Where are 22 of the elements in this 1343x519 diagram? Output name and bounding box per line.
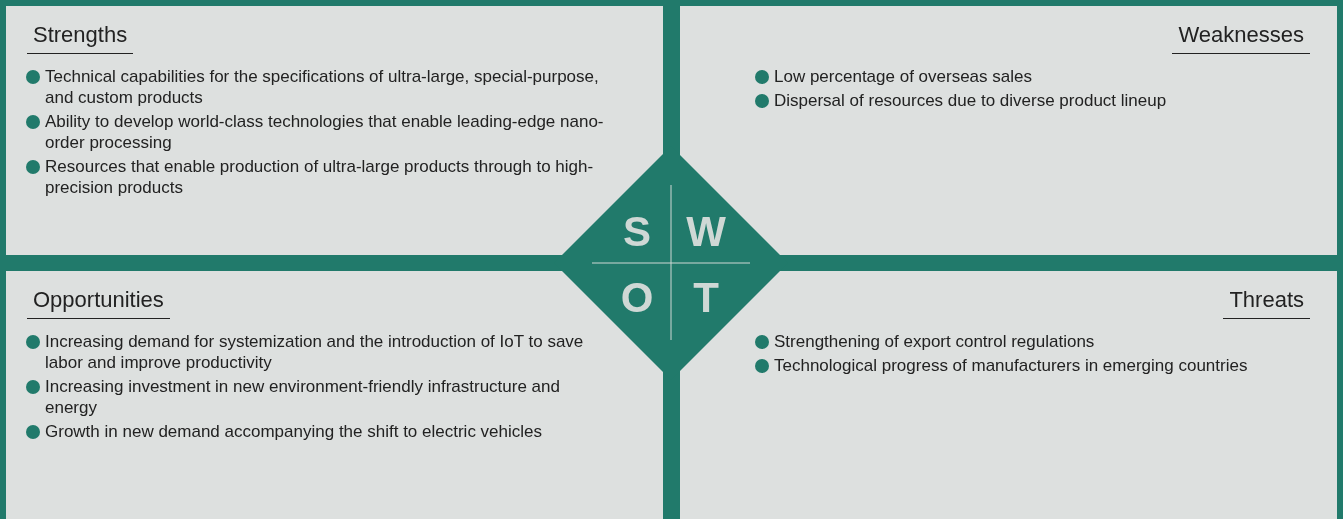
bullet-text: Strengthening of export control regulations (774, 331, 1096, 352)
quadrant-panel (680, 271, 1337, 519)
swot-letter: W (685, 207, 727, 257)
quadrant-heading: Threats (1223, 287, 1310, 319)
quadrant-panel (680, 6, 1337, 255)
swot-letter: S (622, 207, 652, 257)
bullet-text: Dispersal of resources due to diverse product lineup (774, 90, 1168, 111)
swot-letter: O (619, 273, 655, 323)
bullet-text: Growth in new demand accompanying the shift to electric vehicles (45, 421, 544, 442)
quadrant-heading: Strengths (27, 22, 134, 54)
bullet-text: Low percentage of overseas sales (774, 66, 1033, 87)
bullet-text: Resources that enable production of ultra-large products through to high-precision products (45, 156, 595, 198)
quadrant-heading: Opportunities (27, 287, 170, 319)
bullet-text: Increasing investment in new environment-friendly infrastructure and energy (45, 376, 561, 418)
quadrant-panel (6, 6, 663, 255)
quadrant-heading: Weaknesses (1172, 22, 1310, 54)
bullet-text: Technical capabilities for the specifications of ultra-large, special-purpose, and custom products (45, 66, 600, 108)
bullet-text: Ability to develop world-class technologies that enable leading-edge nano-order processing (45, 111, 605, 153)
swot-letter: T (692, 273, 720, 323)
quadrant-panel (6, 271, 663, 519)
bullet-text: Increasing demand for systemization and the introduction of IoT to save labor and improve productivity (45, 331, 585, 373)
bullet-text: Technological progress of manufacturers in emerging countries (774, 355, 1249, 376)
